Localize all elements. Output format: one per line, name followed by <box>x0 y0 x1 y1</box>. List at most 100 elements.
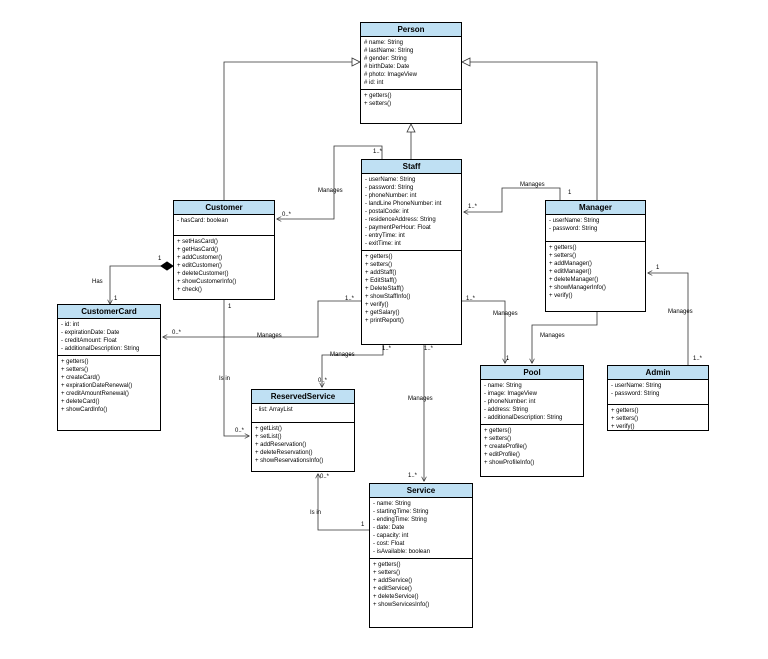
attribute: - additionalDescription: String <box>61 346 140 352</box>
composition-diamond-icon <box>160 261 174 271</box>
association-service-reserved-service <box>318 474 369 531</box>
multiplicity: 1 <box>158 256 162 262</box>
attribute: - landLine PhoneNumber: int <box>365 201 442 207</box>
attribute: - phoneNumber: int <box>365 193 417 199</box>
attribute: - date: Date <box>373 525 405 531</box>
class-customer-card[interactable]: CustomerCard - id: int - expirationDate:… <box>57 304 161 431</box>
multiplicity: 1..* <box>693 356 703 362</box>
attribute: # id: int <box>364 80 384 86</box>
attribute: - expirationDate: Date <box>61 330 120 336</box>
attribute: - isAvailable: boolean <box>373 549 430 555</box>
attributes-section: - list: ArrayList <box>252 404 354 423</box>
relation-label-manages: Manages <box>540 333 565 339</box>
composition-customer-card <box>110 265 173 304</box>
method: + showManagerInfo() <box>549 285 606 291</box>
methods-section: + getters() + setters() + addStaff() + E… <box>362 251 461 327</box>
attribute: - image: ImageView <box>484 391 537 397</box>
relation-label-manages: Manages <box>668 309 693 315</box>
attributes-section: - name: String - image: ImageView - phon… <box>481 380 583 425</box>
method: + showServicesInfo() <box>373 602 430 608</box>
class-manager[interactable]: Manager - userName: String - password: S… <box>545 200 646 312</box>
methods-section: + getters() + setters() + addManager() +… <box>546 242 645 302</box>
association-manager-staff <box>464 187 561 212</box>
multiplicity: 1..* <box>345 296 355 302</box>
attribute: - endingTime: String <box>373 517 427 523</box>
method: + deleteCard() <box>61 399 100 405</box>
relation-label-manages: Manages <box>520 182 545 188</box>
attribute: - additionalDescription: String <box>484 415 563 421</box>
method: + editProfile() <box>484 452 520 458</box>
association-staff-customer-card <box>163 300 361 337</box>
class-staff[interactable]: Staff - userName: String - password: Str… <box>361 159 462 345</box>
class-title: Customer <box>174 201 274 215</box>
method: + getters() <box>611 408 639 414</box>
relation-label-manages: Manages <box>318 188 343 194</box>
multiplicity: 1 <box>361 522 365 528</box>
method: + createCard() <box>61 375 100 381</box>
class-title: Service <box>370 484 472 498</box>
method: + editCustomer() <box>177 263 222 269</box>
class-title: Staff <box>362 160 461 174</box>
method: + deleteReservation() <box>255 450 313 456</box>
multiplicity: 1..* <box>408 473 418 479</box>
methods-section: + getList() + setList() + addReservation… <box>252 423 354 467</box>
class-title: ReservedService <box>252 390 354 404</box>
generalization-line-manager <box>470 61 598 200</box>
method: + setters() <box>484 436 512 442</box>
class-customer[interactable]: Customer - hasCard: boolean + setHasCard… <box>173 200 275 300</box>
attribute: - phoneNumber: int <box>484 399 536 405</box>
attribute: - capacity: int <box>373 533 409 539</box>
attribute: - id: int <box>61 322 80 328</box>
method: + verify() <box>611 424 635 430</box>
attribute: # lastName: String <box>364 48 414 54</box>
association-manager-pool <box>532 312 598 363</box>
association-customer-reserved-service <box>223 300 249 436</box>
methods-section: + getters() + setters() + createCard() +… <box>58 356 160 416</box>
attributes-section: - hasCard: boolean <box>174 215 274 236</box>
attribute: - postalCode: int <box>365 209 409 215</box>
multiplicity: 1..* <box>373 149 383 155</box>
class-person[interactable]: Person # name: String # lastName: String… <box>360 22 462 124</box>
method: + getters() <box>364 93 392 99</box>
method: + expirationDateRenewal() <box>61 383 133 389</box>
multiplicity: 1..* <box>468 204 478 210</box>
attribute: - paymentPerHour: Float <box>365 225 431 231</box>
association-staff-reserved-service <box>322 345 384 387</box>
attribute: - name: String <box>484 383 522 389</box>
method: + showReservationsInfo() <box>255 458 324 464</box>
class-admin[interactable]: Admin - userName: String - password: Str… <box>607 365 709 431</box>
attributes-section: - userName: String - password: String <box>608 380 708 405</box>
relation-label-is-in: Is in <box>219 376 231 382</box>
multiplicity: 1 <box>506 356 510 362</box>
attributes-section: - userName: String - password: String - … <box>362 174 461 251</box>
attribute: - hasCard: boolean <box>177 218 229 224</box>
class-title: CustomerCard <box>58 305 160 319</box>
methods-section: + setHasCard() + getHasCard() + addCusto… <box>174 236 274 296</box>
method: + setHasCard() <box>177 239 218 245</box>
attribute: - name: String <box>373 501 411 507</box>
class-service[interactable]: Service - name: String - startingTime: S… <box>369 483 473 628</box>
method: + getters() <box>373 562 401 568</box>
multiplicity: 1..* <box>466 296 476 302</box>
method: + DeleteStaff() <box>365 286 404 292</box>
class-pool[interactable]: Pool - name: String - image: ImageView -… <box>480 365 584 477</box>
method: + showCustomerInfo() <box>177 279 237 285</box>
multiplicity: 0..* <box>282 212 292 218</box>
association-staff-pool <box>462 300 505 363</box>
method: + creditAmountRenewal() <box>61 391 129 397</box>
method: + EditStaff() <box>365 278 397 284</box>
method: + setters() <box>373 570 401 576</box>
class-title: Person <box>361 23 461 37</box>
attribute: # photo: ImageView <box>364 72 417 78</box>
attribute: - startingTime: String <box>373 509 429 515</box>
attribute: # gender: String <box>364 56 407 62</box>
relation-label-manages: Manages <box>493 311 518 317</box>
method: + getters() <box>549 245 577 251</box>
method: + deleteManager() <box>549 277 599 283</box>
multiplicity: 1..* <box>424 346 434 352</box>
method: + getters() <box>61 359 89 365</box>
method: + setters() <box>549 253 577 259</box>
multiplicity: 1 <box>114 296 118 302</box>
class-reserved-service[interactable]: ReservedService - list: ArrayList + getL… <box>251 389 355 472</box>
